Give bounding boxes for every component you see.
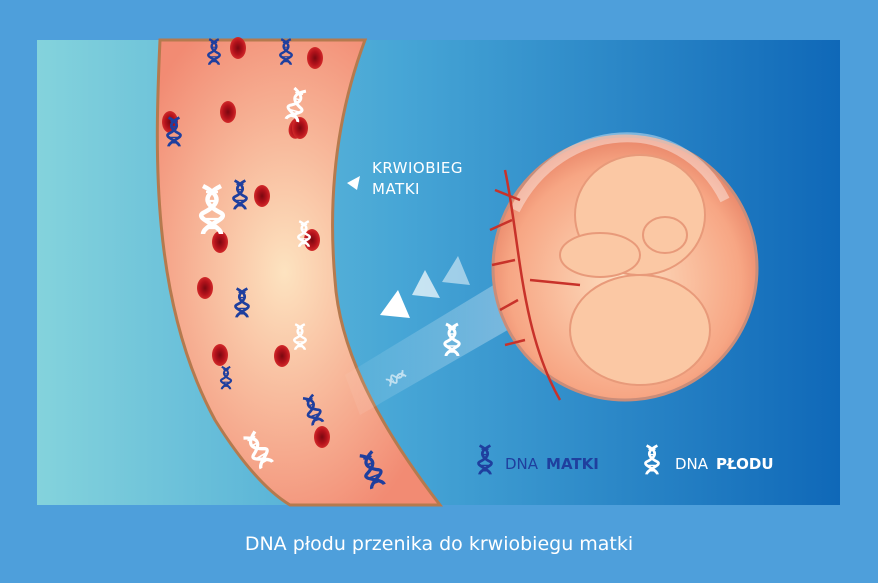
blood-cell-icon <box>274 345 290 367</box>
caption: DNA płodu przenika do krwiobiegu matki <box>244 533 634 555</box>
womb <box>489 132 759 402</box>
blood-cell-icon <box>197 277 213 299</box>
legend-text-bold: MATKI <box>546 455 599 473</box>
blood-cell-icon <box>220 101 236 123</box>
blood-cell-icon <box>212 344 228 366</box>
fetus <box>559 154 711 386</box>
blood-cell-icon <box>292 117 308 139</box>
label-line: KRWIOBIEG <box>372 159 464 177</box>
placenta-vessels <box>489 169 581 401</box>
arrow-left-icon <box>347 176 470 318</box>
blood-vessel <box>155 38 444 507</box>
blood-cell-icon <box>254 185 270 207</box>
legend-text: DNA <box>505 455 539 473</box>
blood-cell-icon <box>307 47 323 69</box>
legend-text-bold: PŁODU <box>716 455 774 473</box>
maternal-circulation-label: KRWIOBIEG MATKI <box>372 158 463 200</box>
label-line: MATKI <box>372 180 420 198</box>
legend-fetal-dna: DNA PŁODU <box>675 455 774 473</box>
blood-cell-icon <box>314 426 330 448</box>
blood-cell-icon <box>212 231 228 253</box>
legend-text: DNA <box>675 455 709 473</box>
blood-cell-icon <box>230 37 246 59</box>
legend-mother-dna: DNA MATKI <box>505 455 599 473</box>
